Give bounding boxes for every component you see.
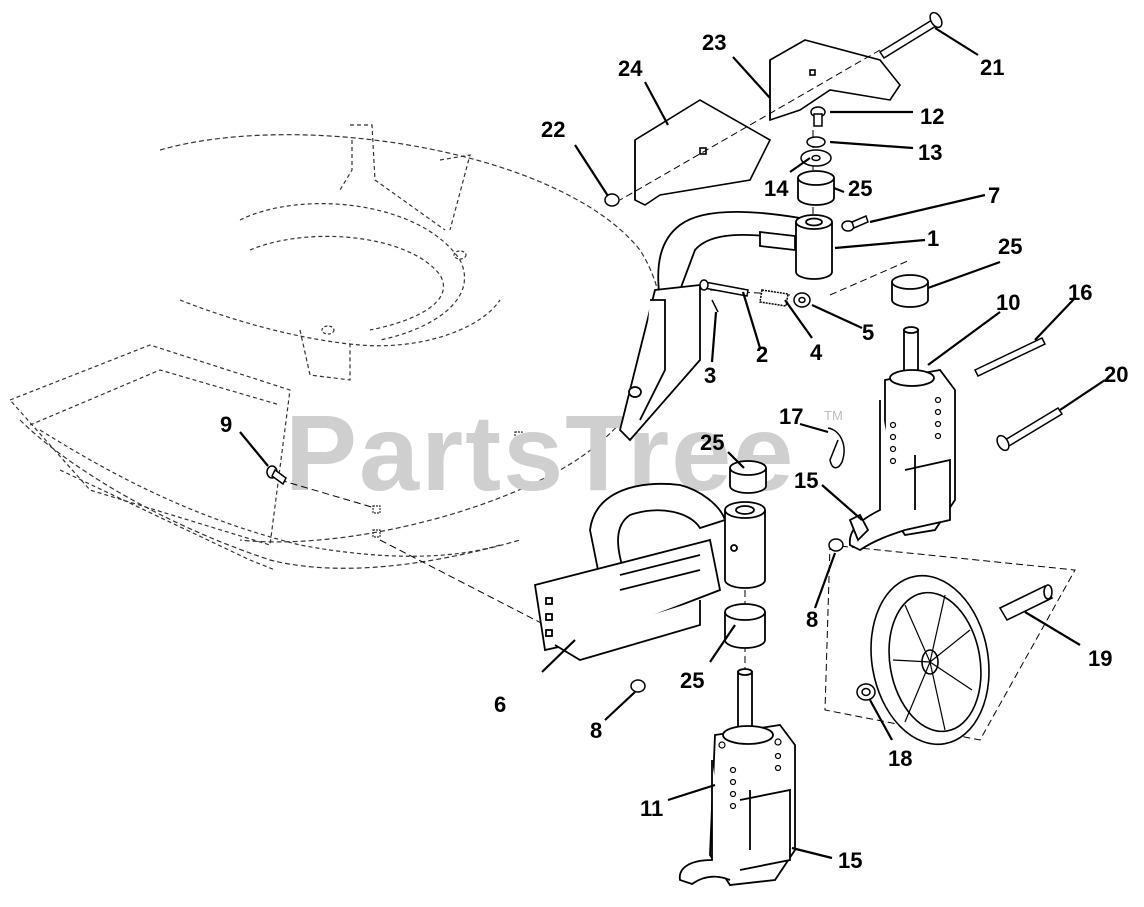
callout-4: 4	[810, 340, 823, 365]
callout-7: 7	[988, 183, 1000, 208]
callout-15-upper: 15	[794, 468, 818, 493]
caster-fork-part-11	[678, 668, 796, 886]
callout-2: 2	[756, 342, 768, 367]
bushing-part-25-top	[797, 170, 835, 206]
hardware-12-13-14	[800, 106, 832, 167]
callout-20: 20	[1104, 362, 1128, 387]
bracket-part-23	[769, 39, 901, 122]
bolt-part-20	[996, 406, 1064, 452]
nut-part-8-left	[630, 679, 646, 693]
callout-1: 1	[927, 226, 939, 251]
wheel-assembly	[870, 574, 1054, 746]
callout-labels: 1 2 3 4 5 6 7 8 8 9 10 11 12 13 14 15 15…	[220, 30, 1128, 873]
bushing-part-18	[856, 683, 876, 701]
callout-8-left: 8	[590, 718, 602, 743]
nut-part-8-right	[828, 538, 844, 552]
callout-14: 14	[764, 176, 789, 201]
bolt-part-21	[878, 11, 943, 60]
callout-3: 3	[704, 363, 716, 388]
bushing-part-25-middle	[729, 460, 767, 494]
callout-11: 11	[640, 796, 663, 821]
caster-arm-part-1	[619, 210, 833, 442]
bolt-part-9	[266, 465, 287, 486]
callout-6: 6	[494, 692, 506, 717]
callout-25-right: 25	[998, 234, 1022, 259]
callout-8-right: 8	[806, 607, 818, 632]
callout-21: 21	[980, 55, 1004, 80]
callout-25-middle: 25	[700, 430, 724, 455]
callout-15-lower: 15	[838, 848, 862, 873]
callout-16: 16	[1068, 280, 1092, 305]
callout-18: 18	[888, 746, 912, 771]
caster-fork-part-10	[848, 326, 956, 552]
mower-deck	[8, 124, 663, 571]
callout-10: 10	[996, 290, 1020, 315]
screw-part-7	[841, 214, 869, 232]
callout-24: 24	[618, 56, 643, 81]
callout-25-top: 25	[848, 176, 872, 201]
callout-22: 22	[541, 117, 565, 142]
leader-lines	[239, 27, 1106, 860]
bushing-part-25-lower	[724, 603, 766, 649]
watermark-trademark: TM	[824, 408, 843, 423]
callout-13: 13	[918, 140, 942, 165]
watermark-text: PartsTree	[285, 392, 795, 513]
callout-12: 12	[920, 104, 944, 129]
hairpin-part-17	[827, 427, 845, 469]
callout-23: 23	[702, 30, 726, 55]
nut-part-22	[604, 193, 620, 207]
caster-arm-part-6	[533, 482, 766, 661]
callout-5: 5	[862, 320, 874, 345]
callout-17: 17	[779, 404, 803, 429]
callout-19: 19	[1088, 646, 1112, 671]
axle-part-16	[973, 337, 1047, 377]
bushing-part-25-right	[891, 274, 929, 308]
pin-parts-2-3-4-5	[699, 279, 811, 313]
callout-9: 9	[220, 412, 232, 437]
callout-25-lower: 25	[680, 668, 704, 693]
